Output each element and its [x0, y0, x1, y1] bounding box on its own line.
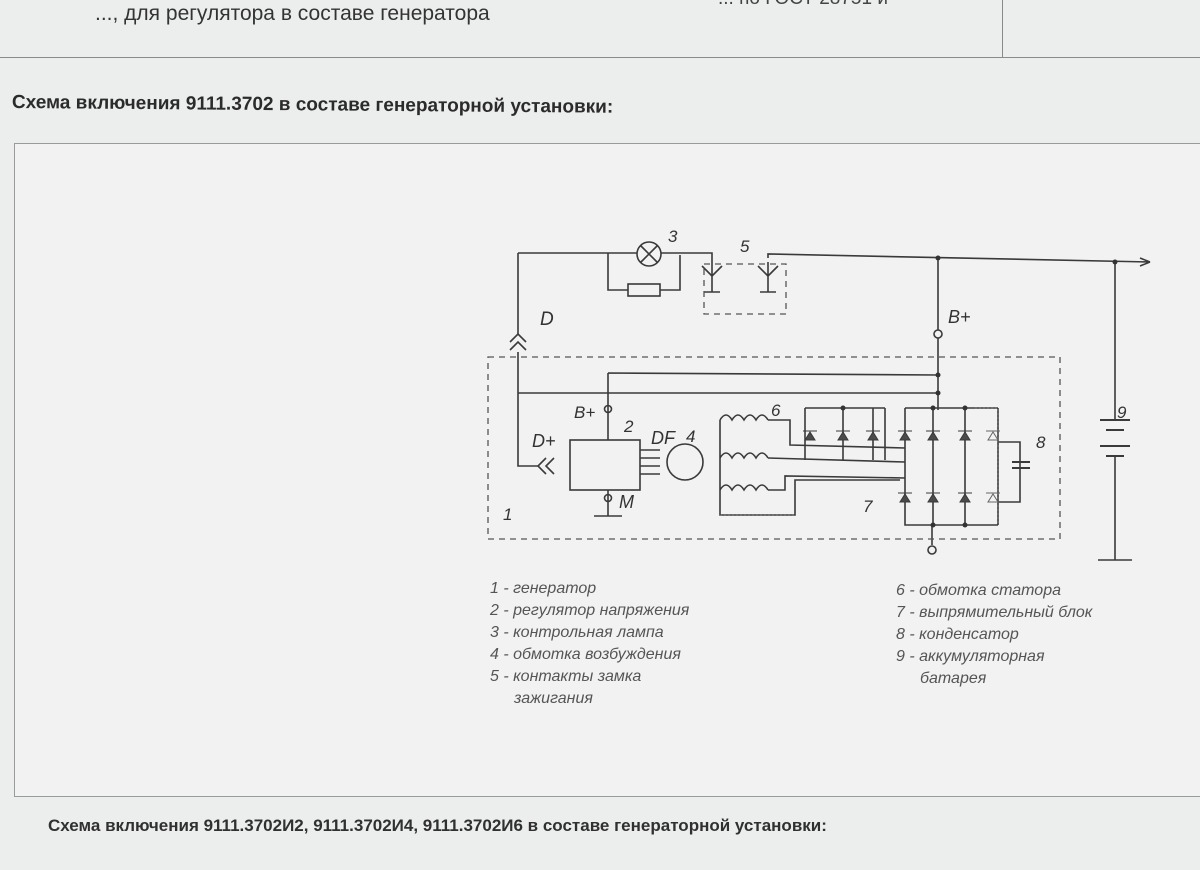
- resistor-symbol: [627, 283, 661, 297]
- diode-minus-3: [958, 492, 972, 503]
- table-border-bottom: [0, 57, 1200, 58]
- legend-item: 3 - контрольная лампа: [490, 624, 664, 641]
- legend-item: 2 - регулятор напряжения: [490, 602, 690, 619]
- stator-winding-2: [719, 452, 769, 460]
- diode-extra-1: [986, 430, 1000, 441]
- legend-item: 8 - конденсатор: [896, 626, 1019, 643]
- wire-lamp-bypass-right: [660, 255, 681, 291]
- wire-stator-phase-3: [768, 475, 906, 491]
- d-plus-connector: [536, 457, 555, 475]
- capacitor-lead: [998, 441, 1021, 503]
- ignition-contact-1: [701, 262, 723, 293]
- wire-upper-bus: [607, 372, 939, 393]
- legend-item-continuation: батарея: [920, 670, 987, 687]
- next-section-title: Схема включения 9111.3702И2, 9111.3702И4…: [48, 816, 827, 835]
- wire-stator-phase-1: [768, 419, 906, 449]
- wire-lamp-bypass-left: [607, 253, 628, 291]
- diode-plus-1: [898, 430, 912, 441]
- lamp-symbol: [636, 241, 662, 267]
- arrow-output: [1139, 257, 1151, 267]
- diode-exc-1: [803, 430, 817, 441]
- lamp-cross: [640, 245, 658, 263]
- diagram-frame: [14, 143, 1200, 797]
- junction-dot: [935, 390, 941, 396]
- legend-item: 5 - контакты замка: [490, 668, 642, 685]
- label-d: D: [540, 309, 554, 330]
- label-6: 6: [771, 401, 781, 420]
- wire-d-lower: [517, 352, 538, 467]
- diode-exc-3: [866, 430, 880, 441]
- legend-item: 4 - обмотка возбуждения: [490, 646, 681, 663]
- generator-enclosure: [487, 356, 1061, 540]
- wire-lamp: [608, 252, 713, 262]
- ignition-contact-2: [757, 262, 779, 293]
- wire-stator-phase-2: [767, 457, 906, 463]
- junction-dot: [1112, 259, 1118, 265]
- label-1: 1: [503, 505, 512, 524]
- label-8: 8: [1036, 433, 1046, 452]
- label-9: 9: [1117, 403, 1127, 422]
- table-cell-divider: [1002, 0, 1003, 58]
- wire-top-right: [767, 253, 1151, 263]
- label-3: 3: [668, 227, 678, 246]
- b-plus-terminal: [933, 329, 943, 339]
- stator-winding-1: [719, 414, 769, 422]
- label-b-plus-out: B+: [948, 307, 971, 327]
- wire-battery-ground: [1098, 456, 1132, 561]
- stator-winding-3: [719, 484, 769, 492]
- legend-item: 7 - выпрямительный блок: [896, 604, 1093, 621]
- wire-stator-neutral: [719, 420, 900, 516]
- diode-plus-2: [926, 430, 940, 441]
- dotted-extra-diode: [975, 407, 999, 525]
- capacitor-symbol: [1012, 461, 1030, 469]
- label-2: 2: [623, 417, 634, 436]
- junction-dot: [930, 522, 936, 528]
- reg-m-terminal: [603, 493, 613, 503]
- label-5: 5: [740, 237, 750, 256]
- top-table-row: ..., для регулятора в составе генератора…: [0, 0, 1200, 58]
- table-cell-text-right: ... по ГОСТ 28751 и: [718, 0, 888, 10]
- rectifier-frame: [904, 407, 999, 526]
- junction-dot: [962, 405, 968, 411]
- diode-exc-2: [836, 430, 850, 441]
- label-7: 7: [863, 497, 873, 516]
- diode-minus-1: [898, 492, 912, 503]
- junction-dot: [935, 372, 941, 378]
- label-df: DF: [651, 428, 676, 448]
- junction-dot: [935, 255, 941, 261]
- junction-dot: [962, 522, 968, 528]
- brush-lines: [640, 449, 660, 475]
- legend-item: 9 - аккумуляторная: [896, 648, 1045, 665]
- diode-columns: [842, 408, 966, 525]
- ground-terminal: [927, 545, 937, 555]
- field-winding-symbol: [666, 443, 704, 481]
- battery-symbol: [1100, 419, 1130, 457]
- junction-dot: [840, 405, 846, 411]
- junction-dot: [930, 405, 936, 411]
- diode-minus-2: [926, 492, 940, 503]
- legend-item-continuation: зажигания: [514, 690, 593, 707]
- label-4: 4: [686, 427, 695, 446]
- reg-b-terminal: [603, 404, 613, 414]
- table-cell-text-left: ..., для регулятора в составе генератора: [95, 2, 490, 25]
- legend-left: 1 - генератор 2 - регулятор напряжения 3…: [490, 578, 689, 710]
- d-plug-connector: [509, 332, 527, 351]
- legend-item: 6 - обмотка статора: [896, 582, 1061, 599]
- legend-right: 6 - обмотка статора 7 - выпрямительный б…: [896, 580, 1092, 690]
- label-b-plus-reg: B+: [574, 403, 595, 422]
- legend-item: 1 - генератор: [490, 580, 597, 597]
- regulator-box: [569, 439, 641, 491]
- label-d-plus: D+: [532, 431, 556, 451]
- diode-plus-3: [958, 430, 972, 441]
- label-m: M: [619, 492, 634, 512]
- diode-extra-2: [986, 492, 1000, 503]
